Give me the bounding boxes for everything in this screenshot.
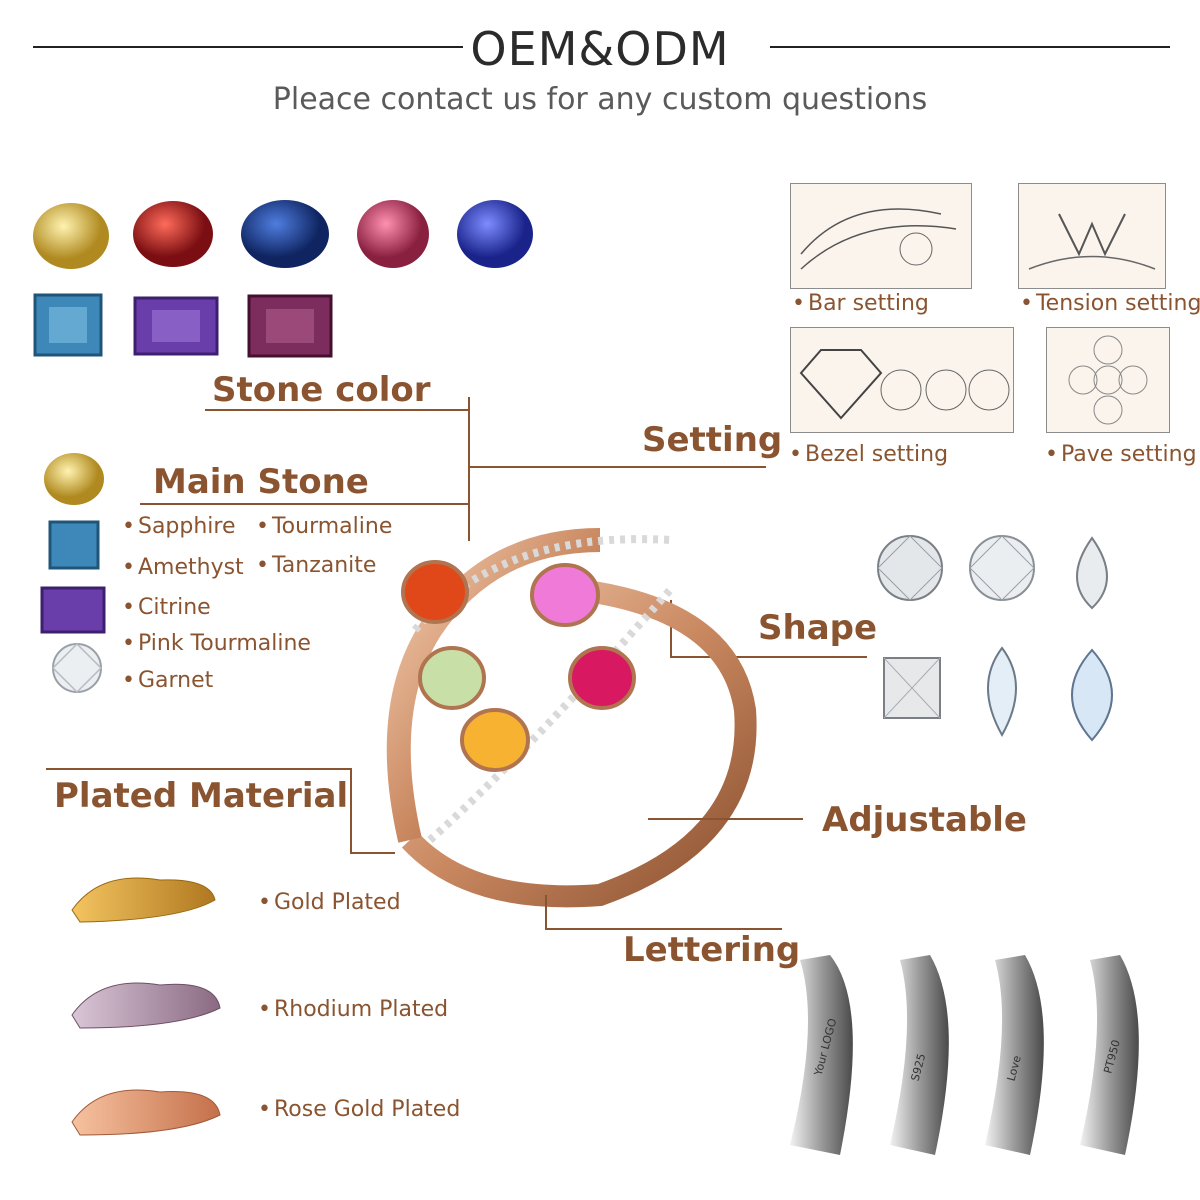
main-stone-underline xyxy=(140,503,470,505)
lettering-label: Lettering xyxy=(623,930,801,970)
setting-tension-label: Tension setting xyxy=(1020,291,1200,316)
ring-image xyxy=(386,528,757,908)
stone-type-tanzanite: Tanzanite xyxy=(256,553,376,578)
adjustable-label: Adjustable xyxy=(822,800,1027,840)
stone-type-sapphire: Sapphire xyxy=(122,514,236,539)
plated-material-overline xyxy=(46,768,350,770)
stone-color-underline xyxy=(205,409,470,411)
gem-citrine-oval xyxy=(33,203,109,269)
ring-stone-pink xyxy=(530,563,600,627)
setting-bezel-label: Bezel setting xyxy=(789,442,948,467)
setting-label: Setting xyxy=(642,420,783,460)
stone-color-label: Stone color xyxy=(212,370,431,410)
plating-rhodium-label: Rhodium Plated xyxy=(258,997,448,1022)
setting-bar-label: Bar setting xyxy=(792,291,929,316)
gem-tanzanite-oval xyxy=(457,200,533,268)
main-stone-label: Main Stone xyxy=(153,462,369,502)
stone-type-tourmaline: Tourmaline xyxy=(256,514,392,539)
ring-stone-green xyxy=(418,646,486,710)
adjustable-connector xyxy=(648,818,803,820)
shape-label: Shape xyxy=(758,608,878,648)
page-title: OEM&ODM xyxy=(470,22,730,76)
bar-setting-image xyxy=(790,183,972,289)
stone-type-amethyst: Amethyst xyxy=(122,555,244,580)
header-rule-left xyxy=(33,46,463,48)
stone-color-swatches xyxy=(33,200,533,358)
plating-rose-gold-label: Rose Gold Plated xyxy=(258,1097,460,1122)
lettering-connector-v xyxy=(545,895,547,930)
gem-garnet-oval xyxy=(133,201,213,267)
gem-rhodolite-emerald xyxy=(247,294,333,358)
ring-stone-orange xyxy=(401,560,469,624)
engraved-bands: Your LOGO S925 Love PT950 xyxy=(770,945,1190,1195)
ring-stone-yellow xyxy=(460,708,530,772)
gem-sapphire-oval xyxy=(241,200,329,268)
plated-material-connector-h xyxy=(350,852,395,854)
tension-setting-image xyxy=(1018,183,1166,289)
stone-color-connector xyxy=(468,397,470,541)
header-rule-right xyxy=(770,46,1170,48)
stone-type-citrine: Citrine xyxy=(122,595,211,620)
gem-pink-oval xyxy=(357,200,429,268)
shape-connector xyxy=(670,600,672,658)
lettering-connector-h xyxy=(545,928,782,930)
bezel-setting-image xyxy=(790,327,1014,433)
ring-stone-ruby xyxy=(568,646,636,710)
main-stone-swatches xyxy=(40,453,106,694)
stone-type-garnet: Garnet xyxy=(122,668,213,693)
shape-underline xyxy=(671,656,867,658)
plated-material-connector-v xyxy=(350,768,352,854)
pave-setting-image xyxy=(1046,327,1170,433)
shape-stones xyxy=(877,535,1113,742)
stone-type-pink-tourmaline: Pink Tourmaline xyxy=(122,631,311,656)
plating-rings xyxy=(71,877,221,1136)
page-subtitle: Pleace contact us for any custom questio… xyxy=(272,82,928,117)
setting-pave-label: Pave setting xyxy=(1045,442,1197,467)
setting-underline xyxy=(470,466,766,468)
plating-gold-label: Gold Plated xyxy=(258,890,401,915)
plated-material-label: Plated Material xyxy=(54,776,349,816)
